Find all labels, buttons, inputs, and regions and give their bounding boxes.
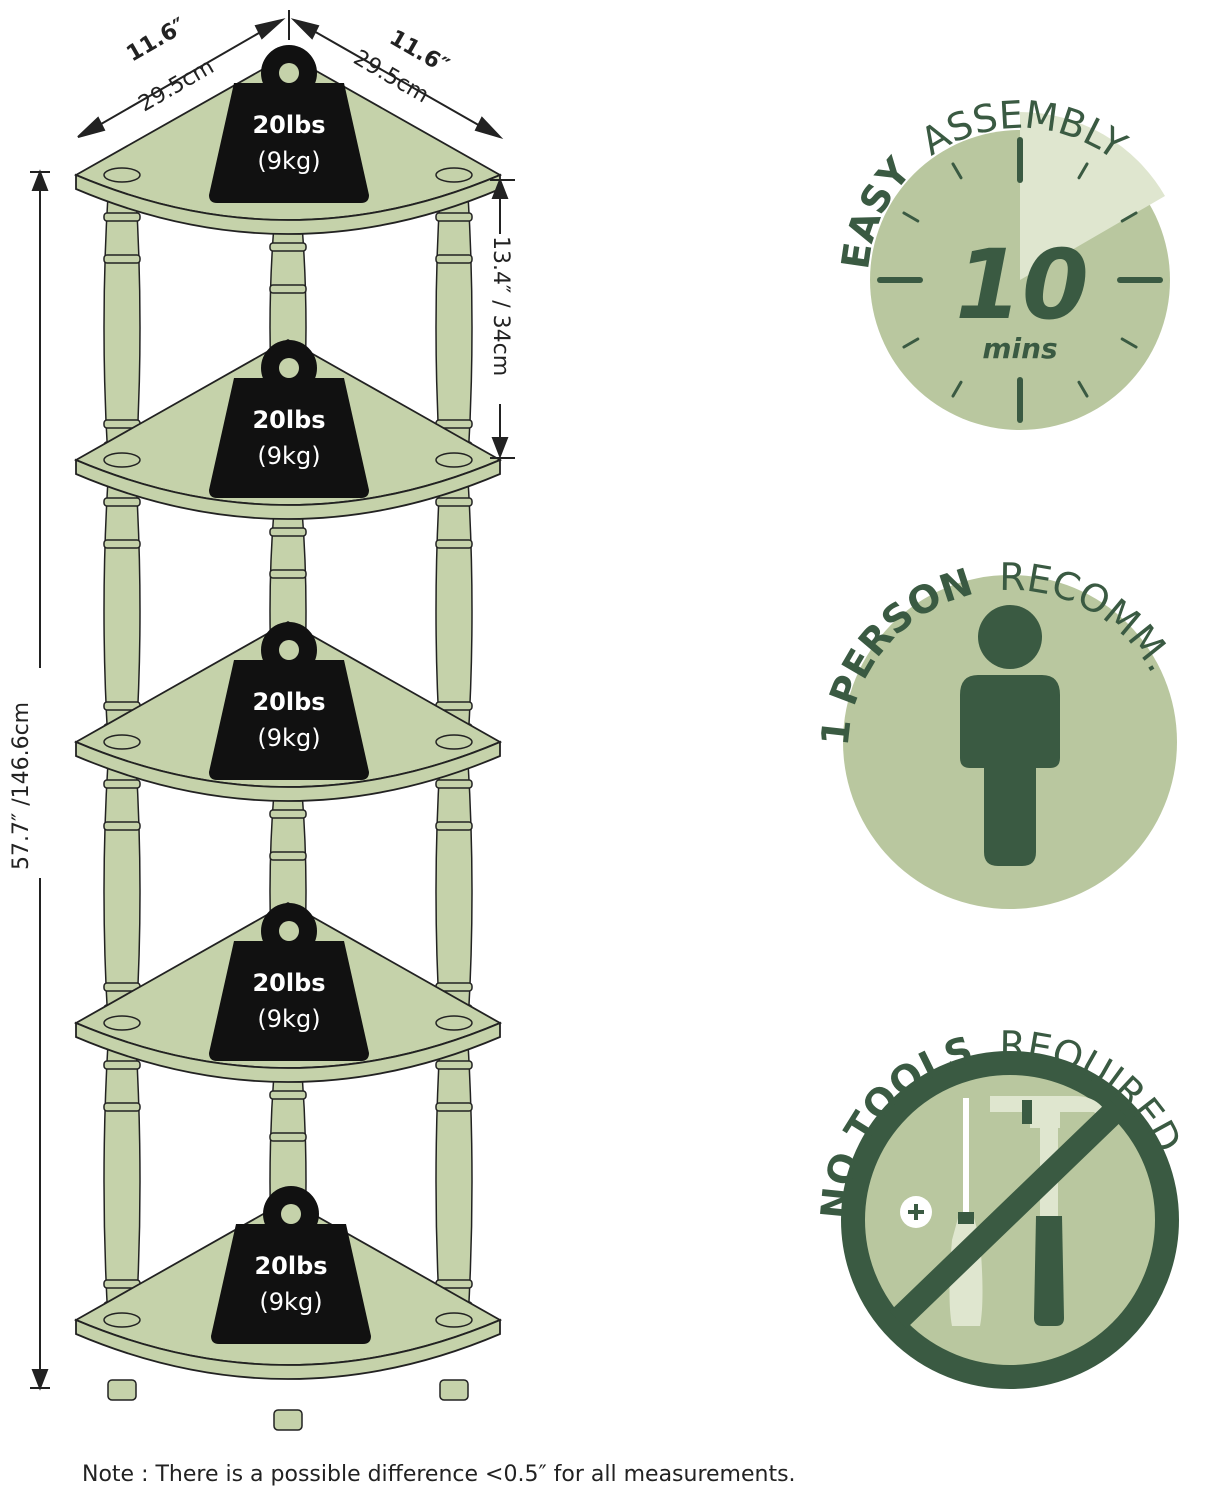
weight-kg-label: (9kg) [257, 724, 320, 752]
plus-icon [900, 1196, 932, 1228]
left-post [103, 194, 141, 461]
assembly-minutes-number: 10 [955, 229, 1089, 341]
total-height-label: 57.7″ /146.6cm [9, 702, 34, 870]
clock-tick [902, 337, 920, 349]
weight-kg-label: (9kg) [257, 1005, 320, 1033]
weight-lbs-label: 20lbs [252, 406, 325, 434]
prohibition-slash [889, 1099, 1127, 1329]
weight-lbs-label: 20lbs [252, 111, 325, 139]
clock-tick [1120, 211, 1138, 223]
shelf-gap-label: 13.4″ / 34cm [488, 236, 513, 376]
left-post [103, 479, 141, 743]
weight-badge: 20lbs (9kg) [209, 903, 369, 1061]
clock-tick [951, 162, 963, 180]
width-left-inches: 11.6″ [123, 13, 191, 67]
clock-tick [951, 380, 963, 398]
left-post [103, 1042, 141, 1321]
weight-lbs-label: 20lbs [254, 1252, 327, 1280]
clock-highlight-sector [1020, 112, 1165, 280]
weight-lbs-label: 20lbs [252, 969, 325, 997]
clock-tick [1077, 162, 1089, 180]
right-post [435, 194, 473, 461]
weight-kg-label: (9kg) [259, 1288, 322, 1316]
shelf-foot [107, 1379, 137, 1401]
weight-badge: 20lbs (9kg) [209, 45, 369, 203]
assembly-minutes-unit: mins [982, 332, 1057, 365]
weight-capacity-badges: 20lbs (9kg) 20lbs (9kg) 20lbs (9kg) 20lbs (9kg)… [209, 45, 371, 1344]
clock-tick [902, 211, 920, 223]
one-person-badge: 1 PERSON RECOMM. [813, 555, 1183, 909]
clock-tick [1120, 337, 1138, 349]
weight-badge: 20lbs (9kg) [209, 340, 369, 498]
weight-badge: 20lbs (9kg) [211, 1186, 371, 1344]
weight-kg-label: (9kg) [257, 147, 320, 175]
weight-badge: 20lbs (9kg) [209, 622, 369, 780]
weight-kg-label: (9kg) [257, 442, 320, 470]
weight-lbs-label: 20lbs [252, 688, 325, 716]
person-icon [960, 605, 1060, 866]
no-tools-badge: NO TOOLS REQUIRED [812, 1023, 1190, 1389]
corner-shelf-illustration [73, 53, 503, 1431]
easy-assembly-badge: 10 mins EASY ASSEMBLY [833, 92, 1170, 430]
clock-ticks [877, 137, 1163, 423]
shelf-foot [439, 1379, 469, 1401]
right-post [435, 1042, 473, 1321]
right-post [435, 479, 473, 743]
clock-tick [1077, 380, 1089, 398]
left-post [103, 761, 141, 1024]
measurement-note: Note : There is a possible difference <0… [82, 1462, 796, 1487]
right-post [435, 761, 473, 1024]
shelf-foot [273, 1409, 303, 1431]
